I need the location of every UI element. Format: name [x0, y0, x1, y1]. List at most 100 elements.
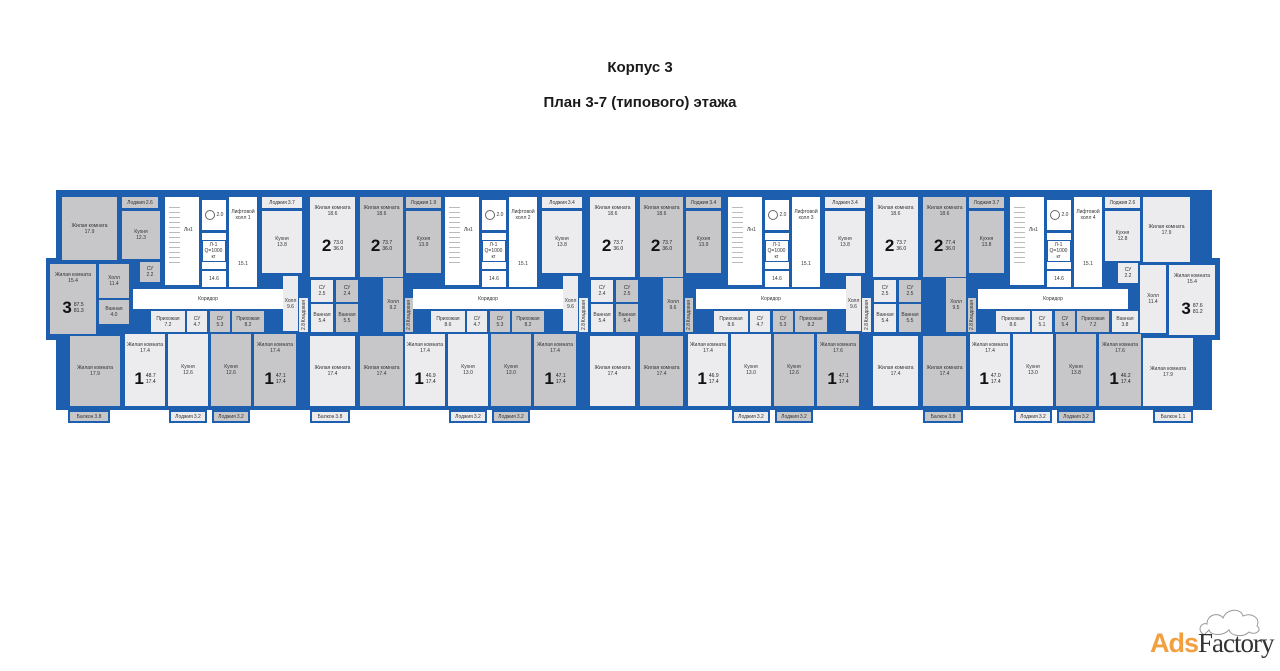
room-name: Жилая комната	[877, 205, 914, 211]
room-name: Лоджия	[269, 199, 287, 206]
shaft-area: 2.0	[1061, 212, 1069, 218]
room-area: 9.6	[567, 303, 574, 310]
room-name: Кухня	[275, 236, 289, 242]
ventilation-shaft: 2.0	[1047, 200, 1071, 230]
room-area: 9.6	[287, 303, 294, 310]
room-name: Лоджия	[410, 199, 429, 206]
room-name: Жилая комната	[76, 365, 114, 371]
room-name: Холл	[950, 299, 962, 305]
room-area: 2.5	[623, 291, 631, 297]
watermark-logo: AdsFactory	[1150, 628, 1275, 659]
room-name: Холл	[667, 299, 679, 305]
room-area: 13.8	[1071, 370, 1081, 376]
room-name: Ванная	[105, 306, 123, 312]
room-name: Лоджия	[781, 413, 799, 420]
room-area: 5.5	[906, 318, 914, 324]
room-name: Ванная	[618, 312, 636, 318]
room-name: Жилая комната	[314, 205, 351, 211]
elevator-capacity: Q=1000 кг	[1049, 248, 1068, 260]
room-name: Жилая комната	[126, 342, 164, 348]
room-area: 2.8	[580, 322, 587, 330]
room-name: Холл	[387, 299, 399, 305]
room-area: 2.5	[881, 291, 889, 297]
room-name: Жилая комната	[971, 342, 1009, 348]
room-area: 18.6	[890, 211, 901, 217]
room-name: СУ	[906, 285, 914, 291]
room-name: Балкон	[76, 413, 94, 420]
room-name: Лоджия	[1063, 413, 1081, 420]
room-area: 2.5	[318, 291, 326, 297]
room-area: 13.9	[698, 242, 709, 248]
room-area: 12.6	[226, 370, 236, 376]
room-area: 17.6	[1115, 348, 1125, 354]
vestibule: 14.6	[482, 271, 506, 287]
room-area: 3.2	[193, 413, 201, 420]
room-name: Жилая комната	[926, 205, 963, 211]
room-name: СУ	[343, 285, 351, 291]
building-title: Корпус 3	[607, 59, 673, 76]
room-area: 9.6	[669, 305, 677, 311]
room-name: Балкон	[317, 413, 335, 420]
room-area: 2.8	[863, 322, 870, 330]
room-name: Лоджия	[455, 413, 473, 420]
room-name: СУ	[146, 266, 154, 272]
room-name: Лоджия	[1020, 413, 1038, 420]
room-name: Балкон	[930, 413, 948, 420]
room-name: Лоджия	[738, 413, 756, 420]
room-area: 11.4	[1148, 299, 1158, 305]
room-area: 13.8	[277, 242, 287, 248]
room-area: 17.6	[833, 348, 843, 354]
room-area: 9.2	[389, 305, 397, 311]
room-name: Холл	[108, 275, 120, 281]
room-name: Балкон	[1160, 413, 1178, 420]
corridor-label: Коридор	[198, 296, 218, 302]
elevator-hall-name: Лифтовой холл 4	[1076, 209, 1100, 221]
room-area: 18.6	[939, 211, 950, 217]
room-area: 13.0	[1028, 370, 1038, 376]
room-area: 5.5	[343, 318, 351, 324]
room-name: Лоджия	[175, 413, 193, 420]
vestibule: 14.6	[202, 271, 226, 287]
room-area: 4.0	[110, 312, 118, 318]
room-name: СУ	[318, 285, 326, 291]
room-area: 8.6	[1009, 321, 1017, 328]
room-name: Лоджия	[1109, 199, 1128, 206]
room-name: Жилая комната	[819, 342, 857, 348]
room-name: Жилая комната	[256, 342, 294, 348]
room-area: 17.4	[703, 348, 713, 354]
room-area: 3.7	[992, 199, 1000, 206]
stairwell: Лн1	[445, 197, 479, 285]
room-area: 5.3	[216, 321, 224, 328]
room-name: Лоджия	[127, 199, 145, 206]
